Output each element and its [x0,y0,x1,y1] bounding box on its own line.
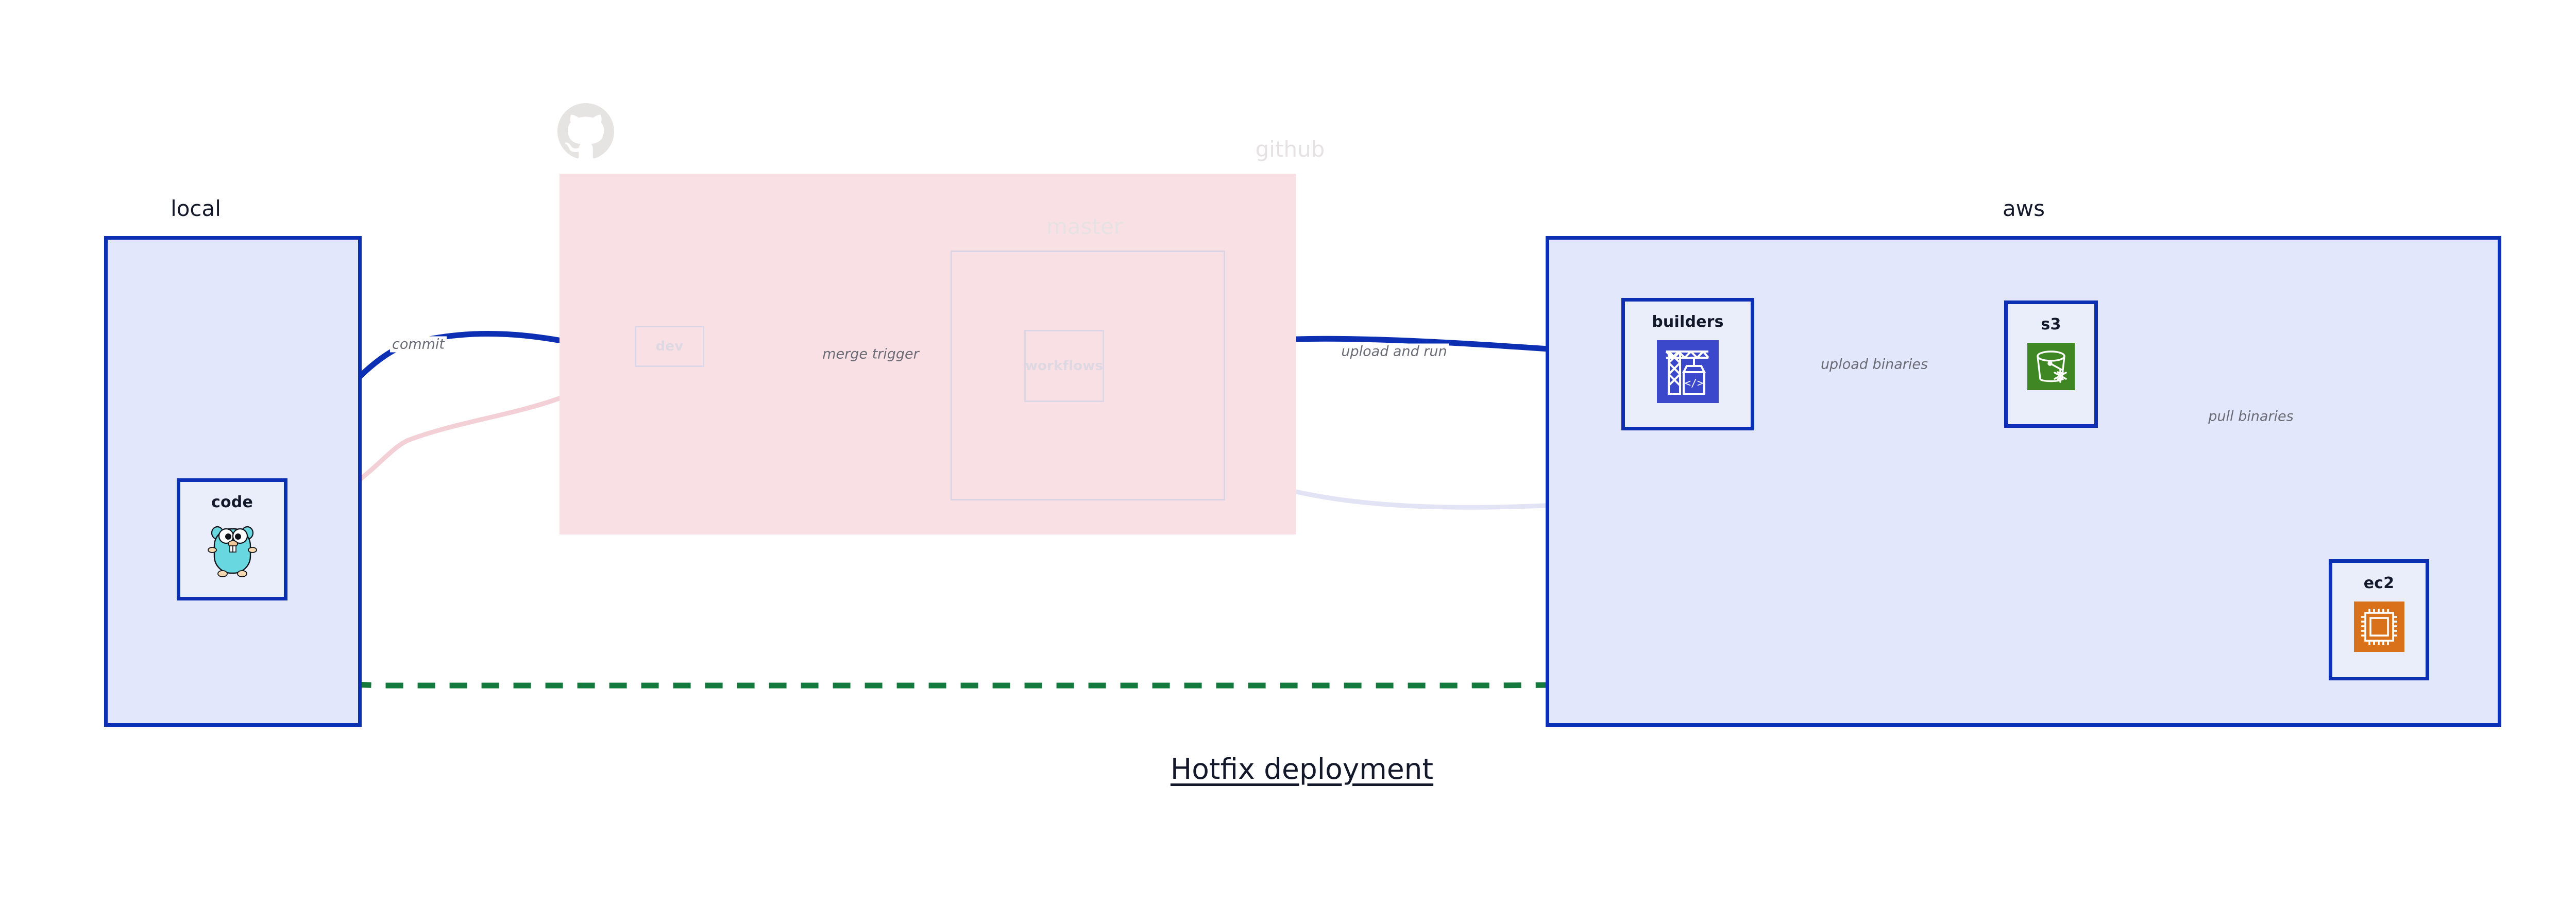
node-ec2[interactable]: ec2 [2329,559,2429,680]
node-code[interactable]: code [177,478,287,600]
node-workflows-label: workflows [1025,358,1104,374]
node-code-label: code [211,493,253,511]
node-ec2-label: ec2 [2363,574,2395,592]
edge-label-pull-binaries: pull binaries [2206,408,2296,425]
go-gopher-icon [207,521,258,580]
node-s3-label: s3 [2041,315,2061,333]
cluster-github [560,174,1296,534]
node-builders-label: builders [1652,313,1724,331]
edge-label-commit: commit [389,336,447,353]
svg-text:</>: </> [1685,377,1703,389]
cluster-label-local: local [171,196,221,221]
cluster-label-aws: aws [2003,196,2045,221]
diagram-title: Hotfix deployment [1170,753,1434,786]
node-dev[interactable]: dev [635,326,704,367]
aws-ec2-icon [2353,602,2404,654]
edge-label-upload-and-run: upload and run [1339,343,1449,360]
subcluster-label-master: master [1046,214,1123,239]
edge-label-upload-binaries: upload binaries [1818,356,1930,373]
aws-s3-glacier-icon [2027,343,2075,392]
cluster-label-github: github [1255,137,1325,162]
github-logo-icon [557,103,614,162]
edge-label-merge-trigger: merge trigger [820,346,921,362]
node-builders[interactable]: builders [1621,298,1754,430]
node-s3[interactable]: s3 [2004,300,2098,428]
subcluster-master [951,250,1225,500]
aws-codebuild-icon: </> [1657,340,1719,405]
node-dev-label: dev [655,339,684,354]
node-workflows[interactable]: workflows [1024,330,1104,402]
